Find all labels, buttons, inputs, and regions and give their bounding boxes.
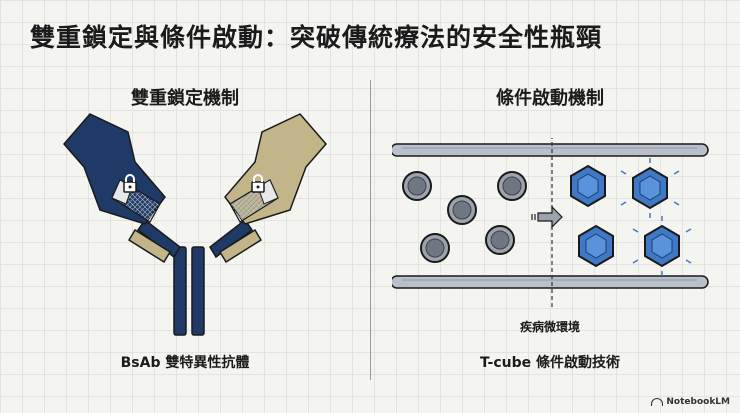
- bsab-caption: BsAb 雙特異性抗體: [120, 355, 250, 371]
- dual-lock-heading: 雙重鎖定機制: [131, 88, 239, 109]
- disease-microenvironment-label: 疾病微環境: [519, 320, 580, 334]
- branding-text: NotebookLM: [666, 397, 730, 407]
- inactive-molecule: [420, 233, 450, 263]
- panel-divider: [370, 80, 371, 380]
- notebooklm-branding: NotebookLM: [651, 397, 730, 407]
- inactive-molecule: [497, 171, 527, 201]
- bispecific-antibody-diagram: [63, 113, 327, 336]
- active-molecule: [620, 158, 680, 218]
- antibody-stem: [173, 246, 205, 336]
- conditional-activation-heading: 條件啟動機制: [496, 88, 604, 109]
- tcube-caption: T-cube 條件啟動技術: [480, 355, 620, 371]
- inactive-molecule: [402, 171, 432, 201]
- lock-icon: [123, 174, 137, 193]
- active-molecule: [632, 216, 692, 276]
- activation-arrow-icon: [531, 205, 563, 229]
- vessel-wall-top: [392, 143, 709, 157]
- inactive-molecule: [485, 225, 515, 255]
- notebooklm-logo-icon: [651, 398, 664, 406]
- antibody-arm-right: [209, 113, 327, 264]
- antibody-arm-left: [63, 113, 181, 264]
- inactive-molecule: [447, 195, 477, 225]
- lock-icon: [251, 174, 265, 193]
- conditional-activation-diagram: [392, 138, 709, 308]
- vessel-wall-bottom: [392, 275, 709, 289]
- active-molecule: [578, 224, 614, 268]
- page-title: 雙重鎖定與條件啟動：突破傳統療法的安全性瓶頸: [30, 23, 603, 52]
- active-molecule: [570, 164, 606, 208]
